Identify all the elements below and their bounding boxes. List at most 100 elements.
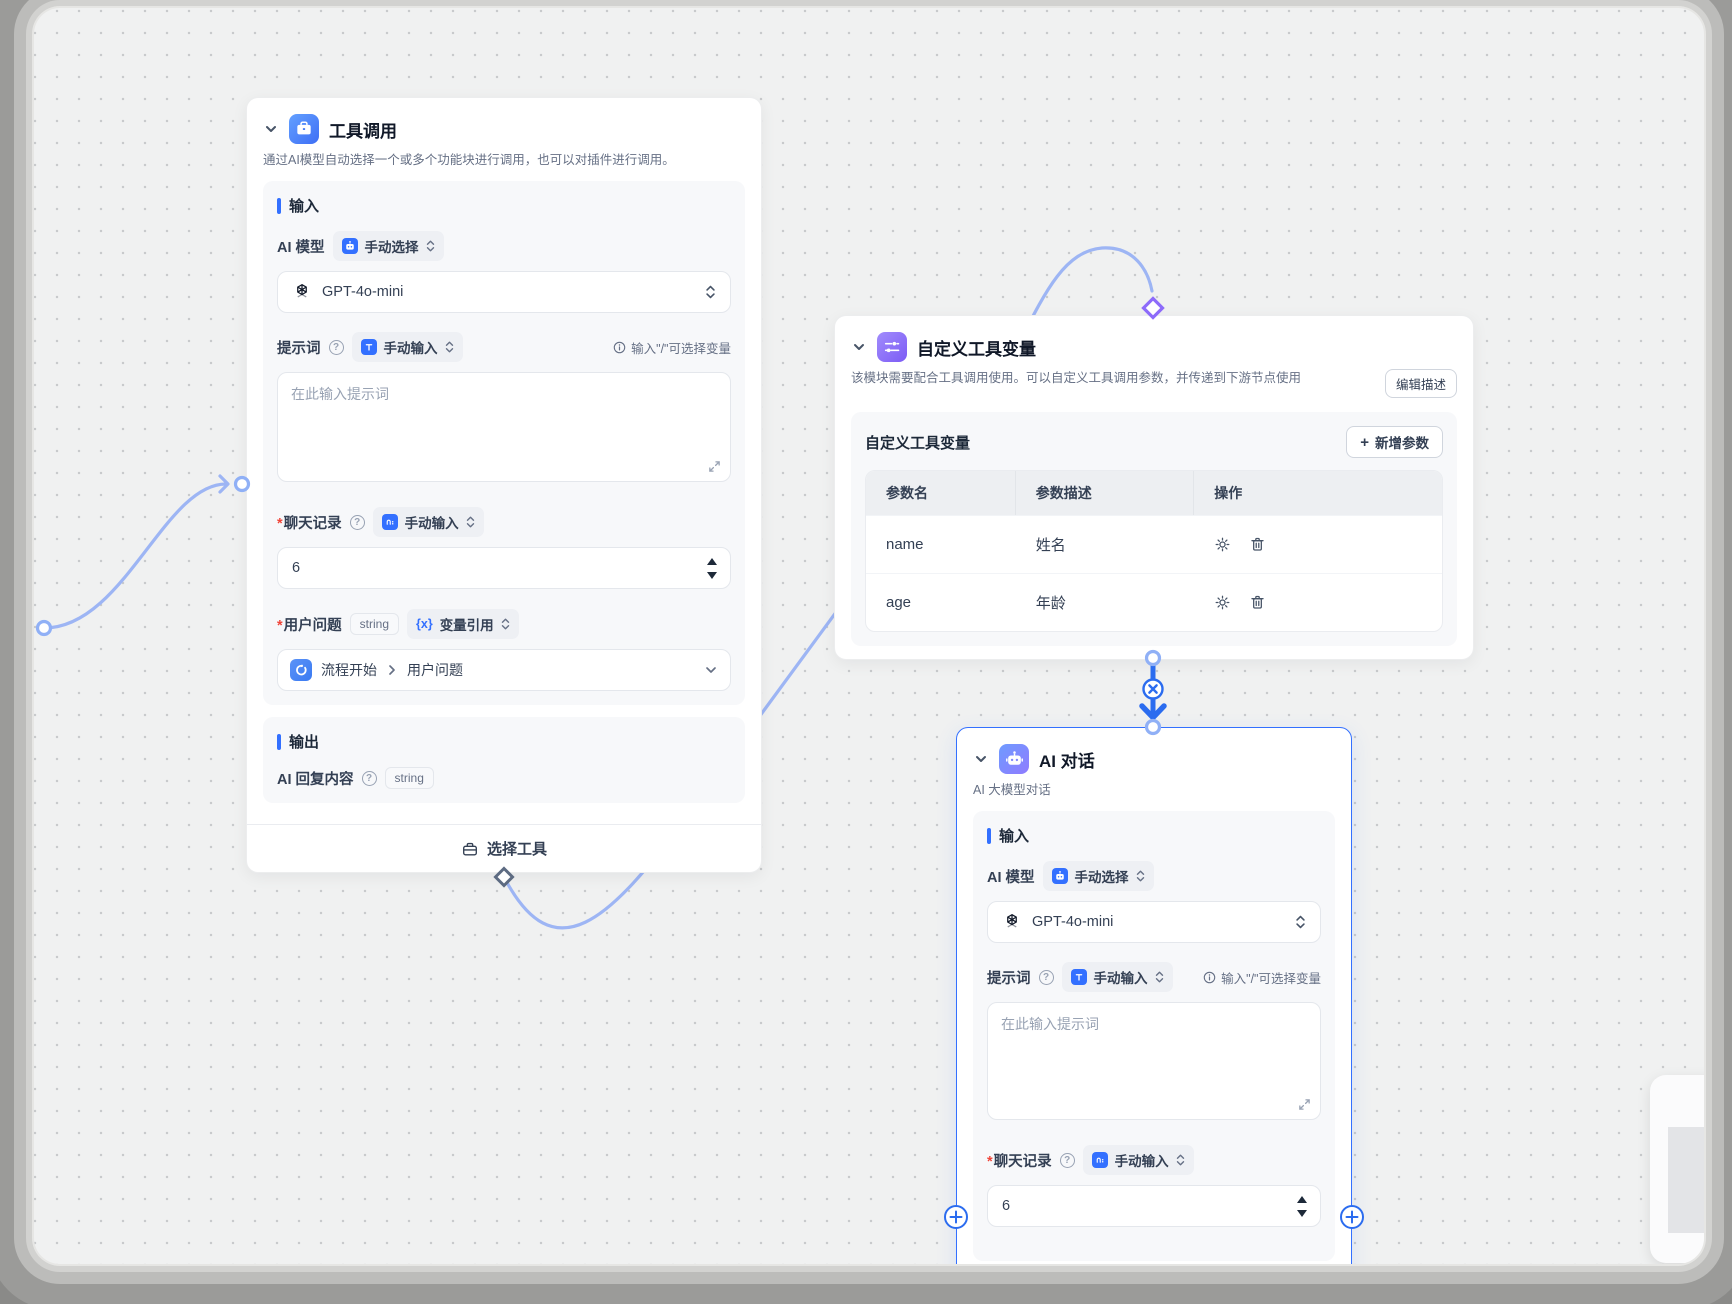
model-mode-badge[interactable]: 手动选择: [1042, 861, 1154, 892]
select-tool-button[interactable]: 选择工具: [247, 824, 761, 872]
select-chevrons-icon: [1295, 914, 1306, 930]
trash-icon[interactable]: [1249, 536, 1266, 553]
vars-section: 自定义工具变量 + 新增参数 参数名 参数描述 操作 name: [851, 412, 1457, 646]
prompt-textarea[interactable]: [277, 372, 731, 483]
param-name: age: [866, 573, 1016, 631]
tool-input-section: 输入 AI 模型 手动选择 GPT-4o-mini: [263, 181, 745, 706]
history-number-input[interactable]: [988, 1186, 1254, 1227]
chevron-down-icon[interactable]: [851, 339, 867, 355]
param-desc: 年龄: [1015, 573, 1195, 631]
section-title: 输出: [289, 734, 320, 752]
ai-model-label: AI 模型: [277, 239, 325, 256]
question-label: *用户问题: [277, 617, 342, 634]
robot-icon: [999, 744, 1029, 774]
slash-variable-hint: 输入"/"可选择变量: [613, 338, 731, 357]
node-tool-call[interactable]: 工具调用 通过AI模型自动选择一个或多个功能块进行调用，也可以对插件进行调用。 …: [246, 97, 762, 873]
tool-call-icon: [289, 114, 319, 144]
tool-node-header: 工具调用: [247, 98, 761, 144]
select-chevrons-icon: [1136, 870, 1144, 882]
history-mode-badge[interactable]: 手动输入: [1082, 1145, 1194, 1176]
text-input-icon: [1070, 969, 1087, 986]
chevron-down-icon[interactable]: [263, 121, 279, 137]
type-chip: string: [384, 767, 434, 790]
select-chevrons-icon: [501, 618, 509, 630]
gear-icon[interactable]: [1214, 594, 1231, 611]
gear-icon[interactable]: [1214, 536, 1231, 553]
sliders-icon: [877, 332, 907, 362]
briefcase-icon: [463, 842, 477, 856]
add-parameter-button[interactable]: + 新增参数: [1346, 426, 1443, 458]
trash-icon[interactable]: [1249, 594, 1266, 611]
question-ref-dropdown[interactable]: 流程开始 用户问题: [277, 649, 731, 692]
robot-icon: [341, 238, 358, 255]
node-ai-chat[interactable]: AI 对话 AI 大模型对话 输入 AI 模型 手动选择 GPT: [956, 727, 1352, 1264]
stepper-down-icon[interactable]: [1297, 1209, 1307, 1217]
ref-node-name: 流程开始: [321, 662, 377, 679]
model-mode-label: 手动选择: [364, 240, 419, 256]
section-bar: [277, 197, 281, 214]
history-number-field: [277, 547, 731, 590]
section-bar: [277, 733, 281, 750]
chat-node-header: AI 对话: [957, 728, 1351, 774]
select-chevrons-icon: [426, 240, 434, 252]
vars-node-header: 自定义工具变量: [835, 316, 1473, 362]
expand-icon[interactable]: [708, 460, 721, 478]
number-input-icon: [381, 514, 398, 531]
history-mode-badge[interactable]: 手动输入: [372, 507, 484, 538]
history-number-input[interactable]: [278, 548, 640, 589]
variable-ref-icon: {x}: [416, 617, 433, 632]
ai-model-label: AI 模型: [987, 869, 1035, 886]
prompt-label: 提示词: [987, 970, 1031, 987]
model-mode-label: 手动选择: [1074, 870, 1129, 886]
chevron-down-icon: [706, 667, 716, 673]
openai-icon: [297, 284, 307, 298]
help-icon[interactable]: ?: [349, 514, 365, 530]
side-peek-thumbnail: [1668, 1127, 1704, 1233]
prompt-mode-label: 手动输入: [383, 341, 438, 357]
node-description: 通过AI模型自动选择一个或多个功能块进行调用，也可以对插件进行调用。: [263, 153, 675, 167]
number-stepper[interactable]: [1297, 1186, 1307, 1226]
help-icon[interactable]: ?: [328, 339, 344, 355]
chat-input-section: 输入 AI 模型 手动选择 GPT-4o-mini: [973, 811, 1335, 1262]
info-icon: [1203, 971, 1216, 983]
question-mode-badge[interactable]: {x} 变量引用: [407, 609, 519, 640]
model-select[interactable]: GPT-4o-mini: [987, 901, 1321, 944]
flow-start-icon: [290, 659, 312, 682]
prompt-mode-badge[interactable]: 手动输入: [1061, 962, 1173, 993]
flow-canvas[interactable]: 工具调用 通过AI模型自动选择一个或多个功能块进行调用，也可以对插件进行调用。 …: [34, 8, 1704, 1264]
model-mode-badge[interactable]: 手动选择: [332, 231, 444, 262]
robot-icon: [1051, 868, 1068, 885]
section-title: 输入: [289, 198, 320, 216]
required-mark: *: [277, 515, 283, 532]
stepper-up-icon[interactable]: [707, 557, 717, 565]
prompt-mode-badge[interactable]: 手动输入: [351, 332, 463, 363]
model-select[interactable]: GPT-4o-mini: [277, 271, 731, 314]
select-chevrons-icon: [1155, 971, 1163, 983]
edit-description-button[interactable]: 编辑描述: [1384, 369, 1457, 398]
question-mode-label: 变量引用: [439, 618, 494, 634]
number-stepper[interactable]: [707, 548, 717, 588]
node-title: AI 对话: [1039, 751, 1095, 771]
node-description: 该模块需要配合工具调用使用。可以自定义工具调用参数，并传递到下游节点使用: [851, 371, 1302, 385]
required-mark: *: [987, 1153, 993, 1170]
slash-variable-hint: 输入"/"可选择变量: [1203, 968, 1321, 987]
help-icon[interactable]: ?: [361, 770, 377, 786]
node-title: 工具调用: [329, 121, 397, 141]
select-chevrons-icon: [466, 516, 474, 528]
node-custom-tool-vars[interactable]: 自定义工具变量 该模块需要配合工具调用使用。可以自定义工具调用参数，并传递到下游…: [834, 315, 1474, 660]
openai-icon: [1007, 914, 1017, 928]
section-title: 输入: [999, 828, 1030, 846]
help-icon[interactable]: ?: [1038, 969, 1054, 985]
chevron-down-icon[interactable]: [973, 751, 989, 767]
ref-field-name: 用户问题: [407, 662, 463, 679]
expand-icon[interactable]: [1298, 1098, 1311, 1116]
prompt-textarea[interactable]: [987, 1002, 1321, 1121]
help-icon[interactable]: ?: [1059, 1152, 1075, 1168]
side-peek-panel[interactable]: [1650, 1075, 1704, 1263]
stepper-down-icon[interactable]: [707, 571, 717, 579]
text-input-icon: [360, 339, 377, 356]
stepper-up-icon[interactable]: [1297, 1195, 1307, 1203]
history-label: *聊天记录: [987, 1153, 1052, 1170]
history-label: *聊天记录: [277, 515, 342, 532]
table-row: age 年龄: [866, 573, 1442, 631]
